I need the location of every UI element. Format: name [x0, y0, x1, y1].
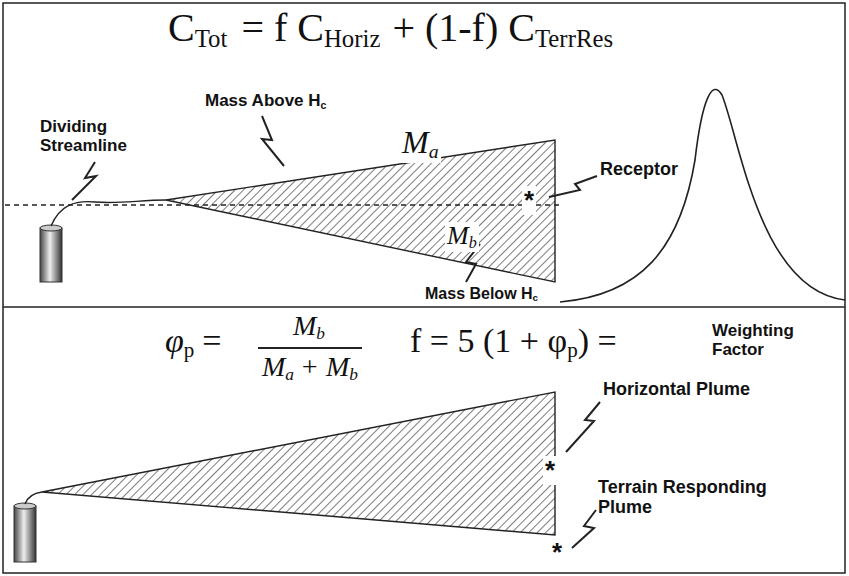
- panel-divider: [3, 306, 845, 308]
- subscript: a: [285, 365, 294, 384]
- label: C: [168, 5, 195, 50]
- subscript: b: [316, 324, 325, 343]
- subscript: Tot: [195, 25, 228, 52]
- subscript: TerrRes: [535, 25, 613, 52]
- label: M: [447, 221, 469, 250]
- label: Horizontal Plume: [603, 379, 750, 399]
- stack: [40, 228, 62, 282]
- frame: [3, 3, 845, 573]
- label: + (1-f) C: [392, 5, 535, 50]
- label: Terrain Responding Plume: [598, 477, 767, 517]
- label: *: [545, 455, 555, 485]
- label-group: Mass Above Hc: [205, 92, 326, 111]
- plume-rise: [25, 492, 42, 504]
- label-group: Mb: [293, 311, 325, 343]
- label: *: [552, 537, 562, 567]
- label-group: Terrain Responding Plume: [598, 478, 788, 518]
- label-group: Mb: [445, 222, 479, 252]
- label-group: Dividing Streamline: [40, 118, 150, 155]
- label: Mass Above H: [205, 91, 321, 110]
- hill: [560, 89, 845, 302]
- plume: [166, 140, 555, 282]
- subscript: p: [567, 338, 578, 362]
- pointer: [262, 116, 284, 166]
- label: + M: [300, 351, 349, 382]
- label-group: f = 5 (1 + φp) =: [410, 322, 617, 362]
- label-group: φp =: [165, 322, 222, 362]
- label-group: Mass Below Hc: [425, 285, 538, 304]
- label: Mass Below H: [425, 285, 533, 302]
- subscript: c: [321, 99, 327, 111]
- label-group: *: [550, 538, 564, 567]
- subscript: a: [429, 140, 439, 162]
- label-group: Weighting Factor: [712, 322, 837, 359]
- fraction-bar: [258, 347, 362, 349]
- label: Weighting Factor: [712, 321, 794, 359]
- plume: [42, 392, 555, 535]
- label: M: [293, 310, 316, 341]
- label-group: *: [522, 186, 536, 215]
- label-group: Receptor: [600, 160, 678, 180]
- pointer: [72, 162, 96, 200]
- label: =: [202, 322, 221, 359]
- label-group: Ma: [400, 125, 441, 163]
- subscript: b: [469, 234, 477, 251]
- subscript: Horiz: [324, 25, 380, 52]
- subscript: c: [533, 292, 539, 303]
- pointer: [549, 176, 597, 197]
- label-group: *: [543, 456, 557, 485]
- label: f = 5 (1 + φ: [410, 322, 567, 359]
- label: *: [524, 185, 534, 215]
- pointer: [572, 510, 596, 548]
- label-group: Ma + Mb: [262, 352, 358, 384]
- label-group: CTot = f CHoriz + (1-f) CTerrRes: [168, 6, 613, 52]
- subscript: p: [184, 338, 195, 362]
- label: M: [402, 124, 429, 160]
- label: Receptor: [600, 159, 678, 179]
- pointer: [566, 402, 600, 452]
- stack: [14, 506, 36, 562]
- label: Dividing Streamline: [40, 117, 127, 155]
- subscript: b: [349, 365, 358, 384]
- label: ) =: [578, 322, 617, 359]
- label-group: Horizontal Plume: [603, 380, 750, 400]
- dividing-streamline: [51, 200, 166, 226]
- label: = f C: [241, 5, 324, 50]
- label: φ: [165, 322, 184, 359]
- label: M: [262, 351, 285, 382]
